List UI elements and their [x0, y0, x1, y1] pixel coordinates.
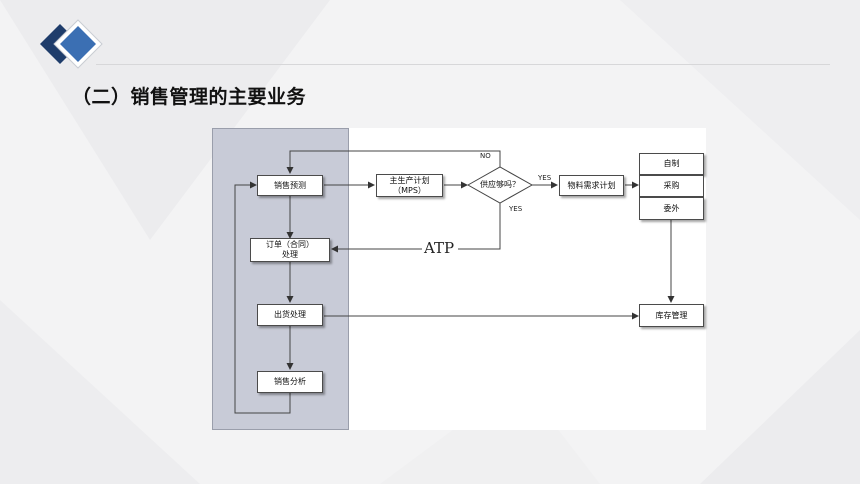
node-sales-forecast: 销售预测	[257, 175, 323, 196]
page-title: （二）销售管理的主要业务	[72, 86, 307, 108]
connector-loop-back	[234, 181, 291, 414]
header-divider	[96, 64, 830, 65]
node-order-processing: 订单（合同） 处理	[250, 238, 330, 262]
decision-diamond	[466, 166, 534, 204]
label-atp: ATP	[424, 239, 455, 257]
node-shipping: 出货处理	[257, 304, 323, 326]
node-mrp: 物料需求计划	[559, 175, 624, 196]
node-mps: 主生产计划 （MPS）	[376, 174, 443, 197]
node-supply-question: 供应够吗？	[480, 180, 520, 189]
logo-icon	[40, 19, 103, 69]
label-yes-down: YES	[509, 205, 523, 213]
node-sales-analysis: 销售分析	[257, 371, 323, 393]
node-inventory: 库存管理	[639, 304, 704, 327]
node-self-made: 自制	[639, 153, 704, 175]
node-outsource: 委外	[639, 197, 704, 220]
label-yes-right: YES	[538, 174, 552, 182]
node-purchase: 采购	[639, 175, 704, 197]
connector-atp-right	[458, 202, 501, 250]
label-no: NO	[480, 152, 491, 160]
connector-decision-no	[286, 150, 501, 174]
